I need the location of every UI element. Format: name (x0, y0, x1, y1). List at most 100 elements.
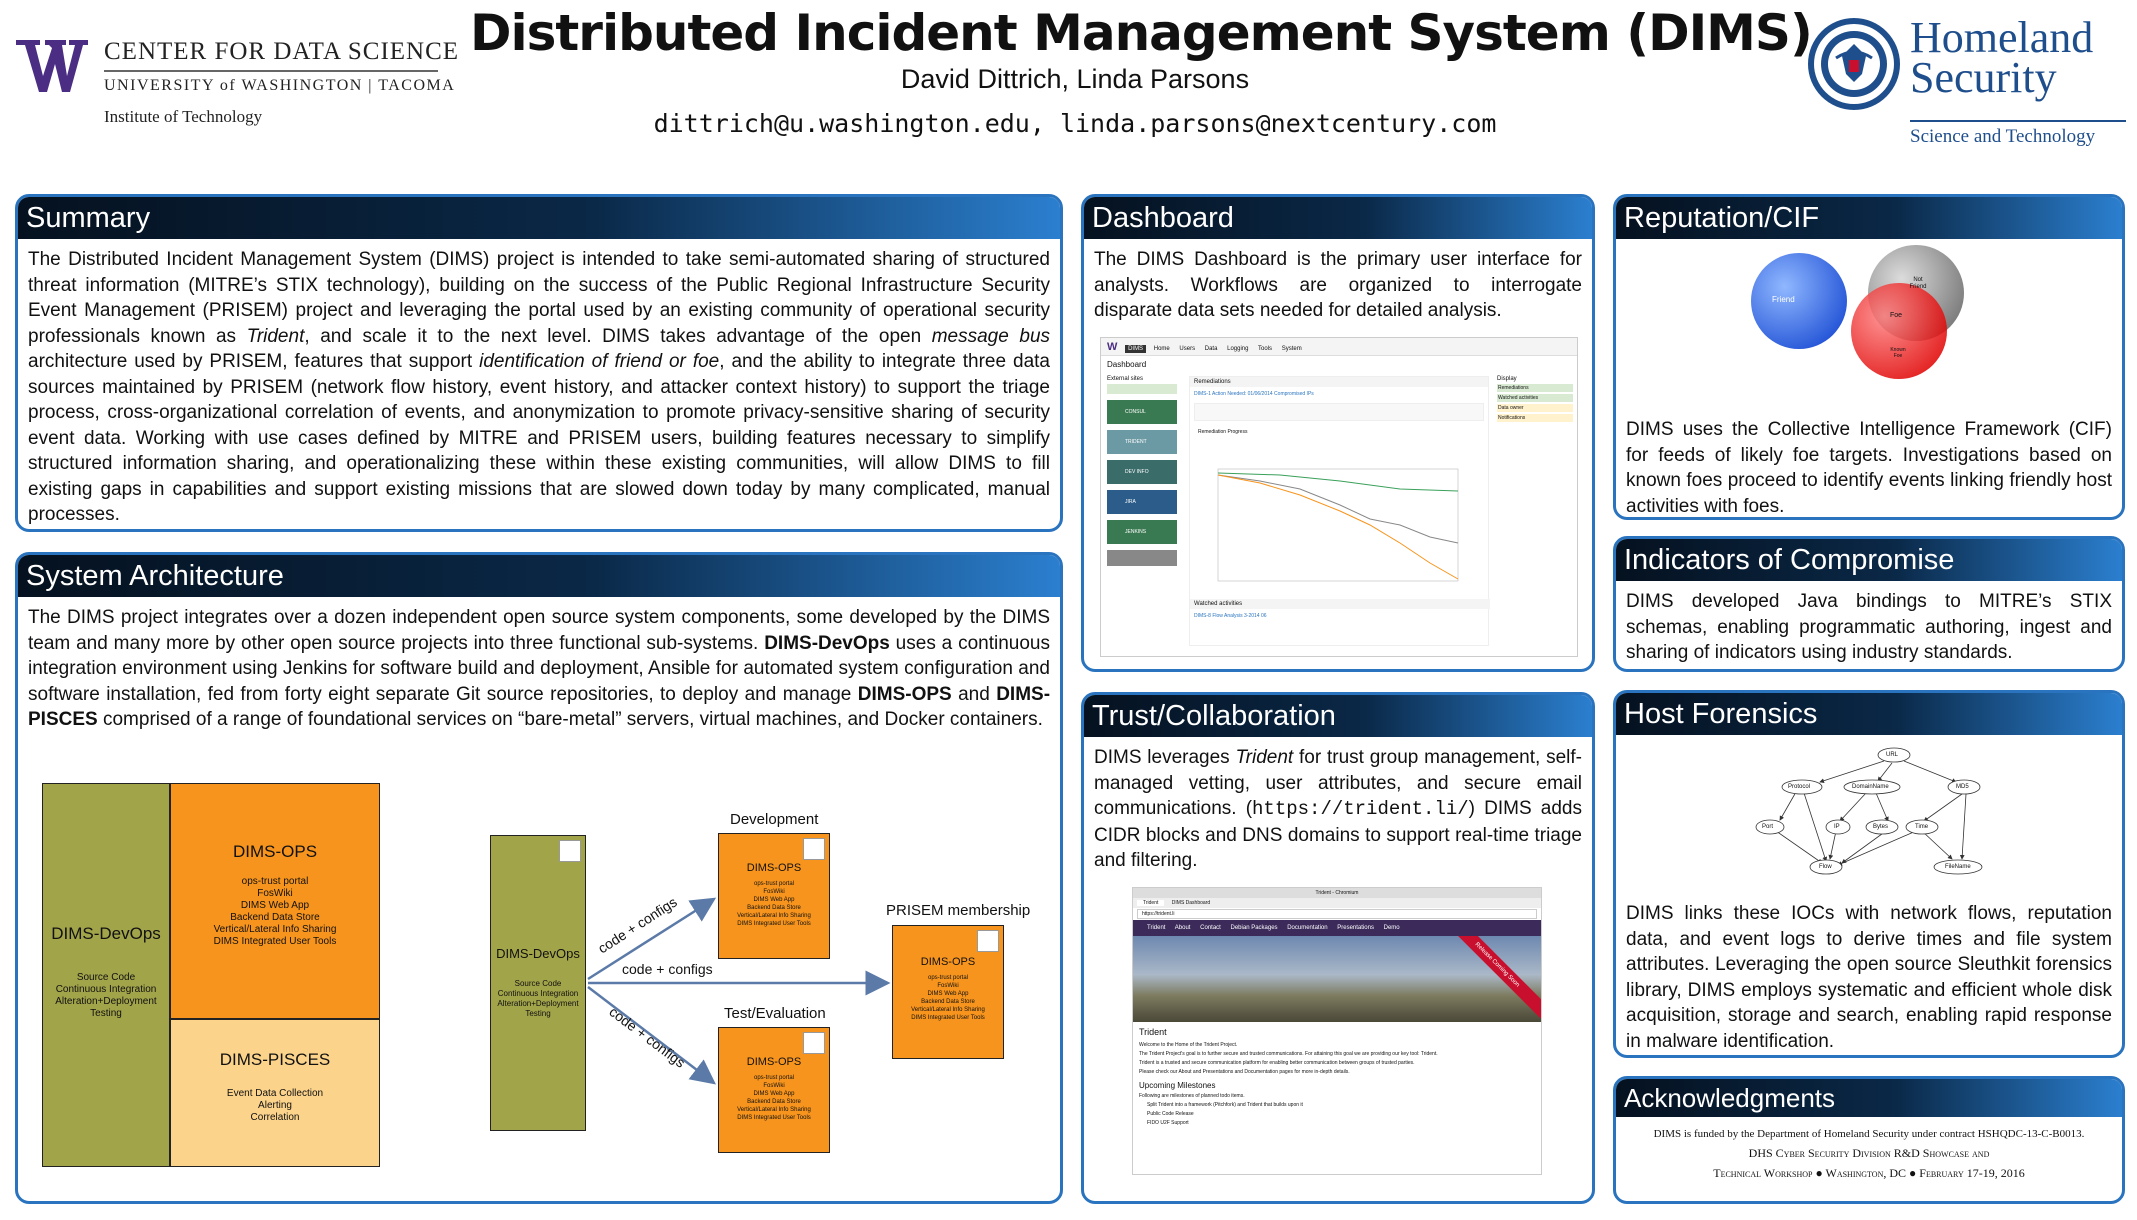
trust-text: DIMS leverages Trident for trust group m… (1094, 747, 1582, 871)
node-label-protocol: Protocol (1788, 784, 1811, 790)
dash-side-jira[interactable]: JIRA (1107, 490, 1177, 514)
gear-icon (977, 930, 999, 952)
node-label-ip: IP (1834, 824, 1840, 830)
devops-block: DIMS-DevOps Source Code Continuous Integ… (42, 783, 170, 1167)
ops-block: DIMS-OPS ops-trust portal FosWiki DIMS W… (170, 783, 380, 1019)
architecture-title: System Architecture (18, 555, 1060, 597)
architecture-diagram: DIMS-DevOps Source Code Continuous Integ… (18, 775, 1060, 1195)
test-ops-block: DIMS-OPS ops-trust portal FosWiki DIMS W… (718, 1027, 830, 1153)
architecture-panel: System Architecture The DIMS project int… (15, 552, 1063, 1204)
dash-side-trident[interactable]: TRIDENT (1107, 430, 1177, 454)
trident-address-bar[interactable]: https://trident.li (1137, 909, 1537, 919)
devops-sub-list: Source Code Continuous Integration Alter… (55, 972, 157, 1019)
node-time (1905, 819, 1939, 835)
ioc-panel: Indicators of Compromise DIMS developed … (1613, 536, 2125, 672)
forensics-panel: Host Forensics (1613, 690, 2125, 1058)
uw-university-name: UNIVERSITY of WASHINGTON | TACOMA (104, 77, 456, 94)
venn-label-foe: Foe (1890, 312, 1903, 319)
dhs-logo: Homeland Security Science and Technology (1806, 16, 2126, 156)
node-label-md5: MD5 (1956, 784, 1969, 790)
uw-w-icon (16, 40, 88, 92)
trident-menu-docs[interactable]: Documentation (1287, 925, 1328, 931)
venn-foe (1851, 283, 1947, 379)
dhs-divider (1910, 120, 2126, 122)
trident-content: Trident Welcome to the Home of the Tride… (1139, 1027, 1438, 1127)
node-label-time: Time (1915, 824, 1929, 830)
dashboard-panel: Dashboard The DIMS Dashboard is the prim… (1081, 194, 1595, 672)
display-toggle-watched[interactable]: Watched activities (1497, 394, 1573, 402)
pisces-block: DIMS-PISCES Event Data Collection Alerti… (170, 1019, 380, 1167)
ack-panel: Acknowledgments DIMS is funded by the De… (1613, 1076, 2125, 1204)
node-label-domainname: DomainName (1852, 784, 1889, 790)
trident-menu-home[interactable]: Trident (1147, 925, 1166, 931)
trident-menu-presentations[interactable]: Presentations (1337, 925, 1374, 931)
node-ip (1825, 819, 1851, 835)
development-label: Development (730, 811, 819, 828)
ioc-title: Indicators of Compromise (1616, 539, 2122, 581)
poster-emails: dittrich@u.washington.edu, linda.parsons… (653, 109, 1497, 138)
browser-tab-trident[interactable]: Trident (1137, 900, 1165, 906)
node-label-flow: Flow (1819, 864, 1832, 870)
uw-center-name: CENTER FOR DATA SCIENCE (104, 38, 460, 65)
poster-authors: David Dittrich, Linda Parsons (900, 64, 1250, 94)
trident-banner: Release Coming Soon (1133, 936, 1541, 1022)
node-label-bytes: Bytes (1873, 824, 1889, 830)
node-label-url: URL (1886, 752, 1899, 758)
dashboard-title: Dashboard (1084, 197, 1592, 239)
trust-title: Trust/Collaboration (1084, 695, 1592, 737)
trident-window-title: Trident - Chromium (1133, 888, 1541, 898)
remediation-chart (1217, 468, 1459, 582)
dash-side-consul[interactable]: CONSUL (1107, 400, 1177, 424)
reputation-panel: Reputation/CIF Friend Not Friend Foe Kno… (1613, 194, 2125, 520)
ack-text: DIMS is funded by the Department of Home… (1653, 1128, 2085, 1180)
dhs-seal-icon (1808, 18, 1900, 110)
dashboard-screenshot: W DIMS Home Users Data Logging Tools Sys… (1100, 337, 1578, 657)
flow-devops-block: DIMS-DevOps Source Code Continuous Integ… (490, 835, 586, 1131)
dev-ops-block: DIMS-OPS ops-trust portal FosWiki DIMS W… (718, 833, 830, 959)
uw-logo: CENTER FOR DATA SCIENCE UNIVERSITY of WA… (16, 36, 458, 132)
dashboard-text: The DIMS Dashboard is the primary user i… (1094, 249, 1582, 321)
arrow-label-prisem: code + configs (622, 961, 713, 977)
node-bytes (1865, 819, 1899, 835)
ops-items: ops-trust portal FosWiki DIMS Web App Ba… (213, 876, 337, 947)
dash-main: Remediations DIMS-1 Action Needed: 01/06… (1189, 376, 1490, 646)
poster-header: CENTER FOR DATA SCIENCE UNIVERSITY of WA… (0, 0, 2137, 150)
trident-menu-about[interactable]: About (1174, 925, 1191, 931)
display-toggle-notifications[interactable]: Notifications (1497, 414, 1573, 422)
node-label-port: Port (1762, 824, 1774, 830)
dash-heading: Dashboard (1107, 360, 1147, 369)
gear-icon (559, 840, 581, 862)
summary-title: Summary (18, 197, 1060, 239)
browser-tab-dims[interactable]: DIMS Dashboard (1171, 900, 1211, 906)
poster-title: Distributed Incident Management System (… (470, 4, 1813, 62)
trident-screenshot: Trident - Chromium Trident DIMS Dashboar… (1132, 887, 1542, 1175)
trident-menu-debian[interactable]: Debian Packages (1230, 925, 1278, 931)
ack-title: Acknowledgments (1616, 1079, 2122, 1117)
trident-menu-contact[interactable]: Contact (1200, 925, 1221, 931)
dash-side-devinfo[interactable]: DEV INFO (1107, 460, 1177, 484)
dash-side-jenkins[interactable]: JENKINS (1107, 520, 1177, 544)
uw-divider (104, 70, 438, 72)
node-filename (1933, 859, 1983, 875)
summary-text: The Distributed Incident Management Syst… (28, 249, 1051, 525)
node-port (1755, 819, 1785, 835)
node-flow (1809, 859, 1843, 875)
ioc-text: DIMS developed Java bindings to MITRE’s … (1626, 591, 2112, 663)
trident-menu: Trident About Contact Debian Packages Do… (1133, 920, 1541, 936)
arrow-to-dev (587, 897, 717, 981)
trust-panel: Trust/Collaboration DIMS leverages Tride… (1081, 692, 1595, 1204)
gear-icon (803, 838, 825, 860)
venn-label-known-foe: Known Foe (1890, 347, 1906, 359)
display-toggle-owner[interactable]: Data owner (1497, 404, 1573, 412)
ioc-graph (1755, 747, 1983, 875)
trident-menu-demo[interactable]: Demo (1383, 925, 1400, 931)
prisem-ops-block: DIMS-OPS ops-trust portal FosWiki DIMS W… (892, 925, 1004, 1059)
node-domainname (1843, 779, 1901, 795)
node-protocol (1781, 779, 1823, 795)
uw-institute-name: Institute of Technology (104, 107, 263, 126)
display-toggle-remediations[interactable]: Remediations (1497, 384, 1573, 392)
venn-friend (1751, 253, 1847, 349)
venn-label-not-friend: Not Friend (1909, 277, 1927, 290)
reputation-text: DIMS uses the Collective Intelligence Fr… (1626, 419, 2112, 517)
prisem-label: PRISEM membership (886, 902, 1031, 919)
